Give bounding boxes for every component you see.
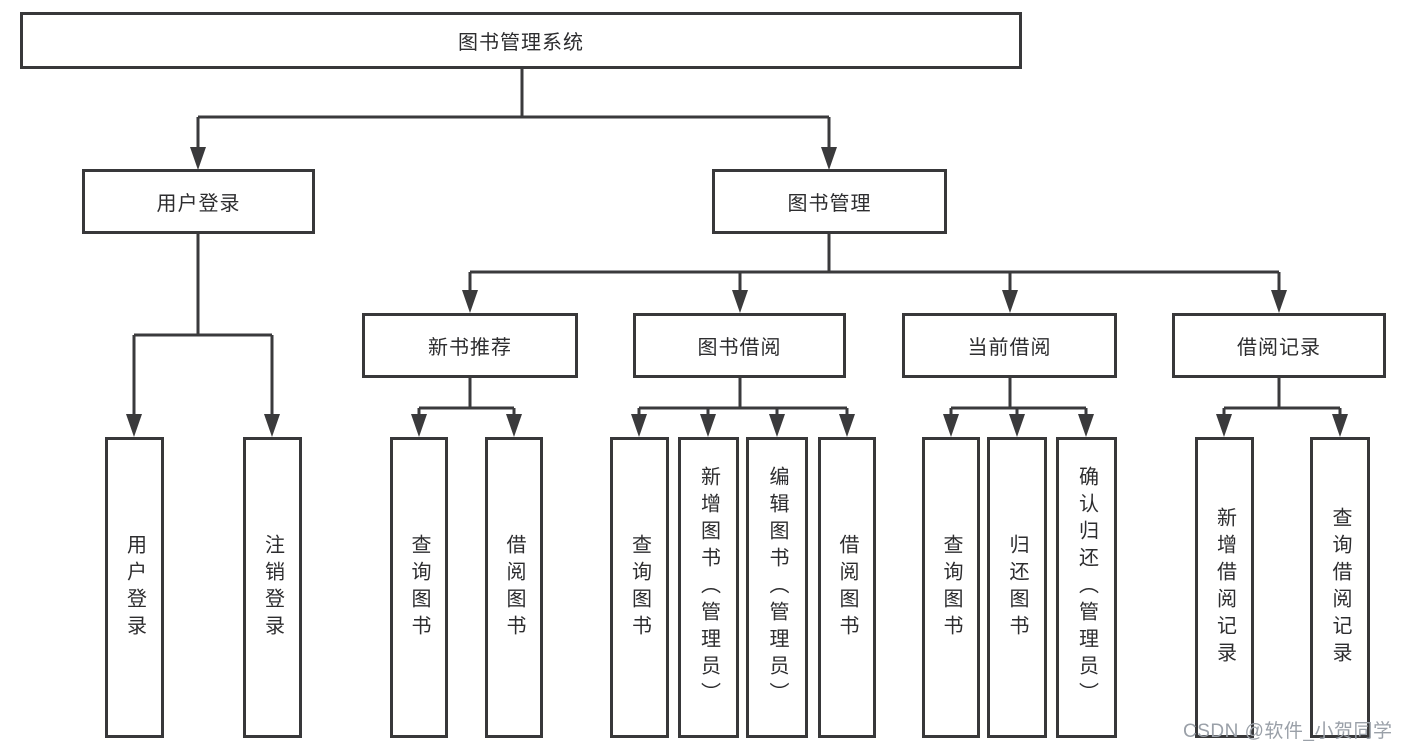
leaf-add-books-admin: 新增图书（管理员） (678, 437, 739, 738)
node-user-login: 用户登录 (82, 169, 315, 234)
node-label: 查询图书 (408, 533, 430, 642)
connector-lines (132, 68, 1342, 418)
node-label: 用户登录 (156, 193, 241, 215)
leaf-edit-books-admin: 编辑图书（管理员） (746, 437, 808, 738)
node-label: 新增图书（管理员） (697, 466, 720, 709)
leaf-confirm-return-admin: 确认归还（管理员） (1056, 437, 1117, 738)
node-book-management: 图书管理 (712, 169, 947, 234)
leaf-add-borrow-record: 新增借阅记录 (1195, 437, 1254, 738)
node-book-borrowing: 图书借阅 (633, 313, 846, 378)
node-label: 借阅图书 (503, 533, 525, 642)
node-label: 当前借阅 (967, 337, 1052, 359)
leaf-query-books-recommend: 查询图书 (390, 437, 448, 738)
leaf-query-books-borrow: 查询图书 (610, 437, 669, 738)
arrowhead-icons (126, 147, 1348, 437)
node-label: 确认归还（管理员） (1075, 466, 1098, 709)
leaf-borrow-books: 借阅图书 (818, 437, 876, 738)
leaf-logout: 注销登录 (243, 437, 302, 738)
node-label: 查询图书 (940, 533, 962, 642)
node-label: 归还图书 (1006, 533, 1028, 642)
csdn-watermark: CSDN @软件_小贺同学 (1183, 721, 1393, 742)
leaf-borrow-books-recommend: 借阅图书 (485, 437, 543, 738)
leaf-return-books: 归还图书 (987, 437, 1047, 738)
node-library-management-system: 图书管理系统 (20, 12, 1022, 69)
leaf-user-login: 用户登录 (105, 437, 164, 738)
node-label: 新书推荐 (428, 337, 512, 359)
node-label: 用户登录 (123, 533, 146, 642)
node-label: 查询借阅记录 (1329, 506, 1351, 669)
leaf-query-books-current: 查询图书 (922, 437, 980, 738)
node-label: 图书管理 (787, 193, 872, 215)
node-label: 新增借阅记录 (1213, 506, 1236, 669)
node-current-borrowing: 当前借阅 (902, 313, 1117, 378)
node-label: 借阅记录 (1237, 337, 1321, 359)
leaf-query-borrow-record: 查询借阅记录 (1310, 437, 1370, 738)
node-label: 注销登录 (261, 533, 284, 642)
node-label: 借阅图书 (836, 533, 858, 642)
node-label: 编辑图书（管理员） (766, 466, 788, 709)
node-borrowing-records: 借阅记录 (1172, 313, 1386, 378)
node-new-book-recommendation: 新书推荐 (362, 313, 578, 378)
node-label: 图书管理系统 (458, 32, 584, 54)
node-label: 查询图书 (628, 533, 651, 642)
node-label: 图书借阅 (697, 337, 782, 359)
